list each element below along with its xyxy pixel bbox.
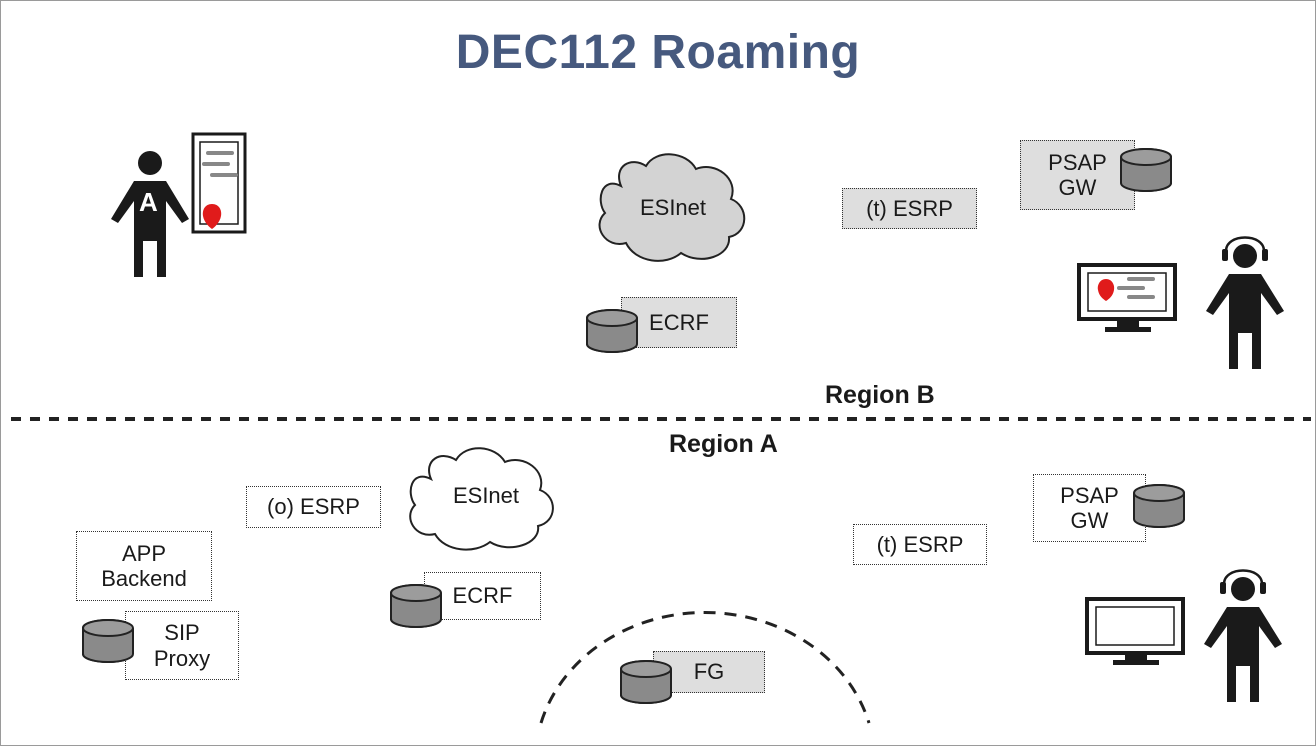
psap-gw-b-box: PSAP GW (1020, 140, 1135, 210)
fg-box: FG (653, 651, 765, 693)
monitor-icon (1085, 597, 1185, 665)
coverage-arc (539, 611, 871, 724)
cloud-icon (409, 447, 554, 551)
headset-operator-icon (1206, 236, 1284, 369)
app-backend-box: APP Backend (76, 531, 212, 601)
phone-app-icon (191, 132, 247, 234)
diagram-title: DEC112 Roaming (455, 26, 861, 79)
o-esrp-a-box: (o) ESRP (246, 486, 381, 528)
region-b-label: Region B (825, 381, 935, 409)
person-icon (111, 151, 189, 277)
ecrf-a-box: ECRF (424, 572, 541, 620)
region-a-label: Region A (669, 430, 778, 458)
esinet-a-label: ESInet (452, 483, 520, 508)
headset-operator-icon (1204, 569, 1282, 702)
monitor-icon (1077, 263, 1177, 332)
ecrf-b-box: ECRF (621, 297, 737, 348)
t-esrp-b-box: (t) ESRP (842, 188, 977, 229)
t-esrp-a-box: (t) ESRP (853, 524, 987, 565)
esinet-b-label: ESInet (639, 195, 707, 220)
cloud-icon (598, 153, 746, 262)
sip-proxy-box: SIP Proxy (125, 611, 239, 680)
psap-gw-a-box: PSAP GW (1033, 474, 1146, 542)
user-letter: A (139, 187, 158, 217)
